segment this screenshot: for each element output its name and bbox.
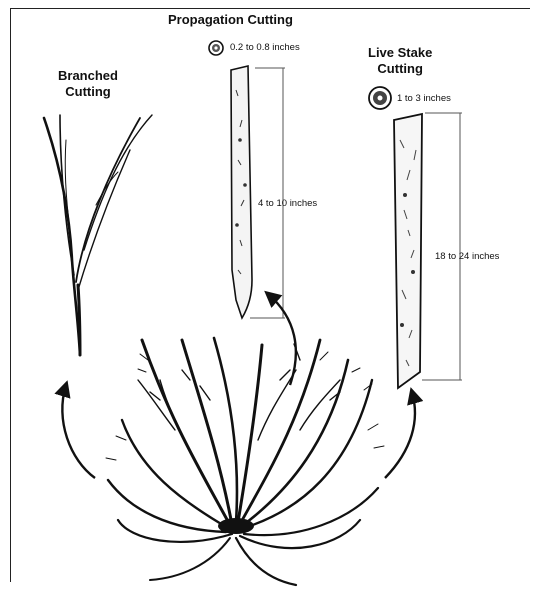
live-stake-diameter-label: 1 to 3 inches	[397, 93, 451, 104]
live-stake-title-line2: Cutting	[368, 61, 432, 77]
propagation-cutting-stick	[231, 66, 252, 318]
live-stake-length-bracket	[422, 113, 462, 380]
propagation-length-label: 4 to 10 inches	[258, 198, 317, 209]
live-stake-length-label: 18 to 24 inches	[435, 251, 499, 262]
arrow-to-propagation	[268, 294, 296, 385]
branched-title-line1: Branched	[58, 68, 118, 84]
propagation-cross-section-icon	[209, 41, 223, 55]
arrow-to-live-stake	[385, 392, 415, 478]
parent-shrub	[106, 338, 384, 585]
propagation-diameter-label: 0.2 to 0.8 inches	[230, 42, 300, 53]
live-stake-cutting-title: Live Stake Cutting	[368, 45, 432, 77]
branched-cutting	[44, 115, 152, 355]
arrows	[62, 294, 415, 478]
propagation-cutting-title: Propagation Cutting	[168, 12, 293, 28]
branched-title-line2: Cutting	[58, 84, 118, 100]
live-stake-cross-section-icon	[369, 87, 391, 109]
live-stake-title-line1: Live Stake	[368, 45, 432, 61]
live-stake-stick	[394, 114, 422, 388]
branched-cutting-title: Branched Cutting	[58, 68, 118, 100]
propagation-length-bracket	[250, 68, 285, 318]
arrow-to-branched	[62, 385, 95, 478]
